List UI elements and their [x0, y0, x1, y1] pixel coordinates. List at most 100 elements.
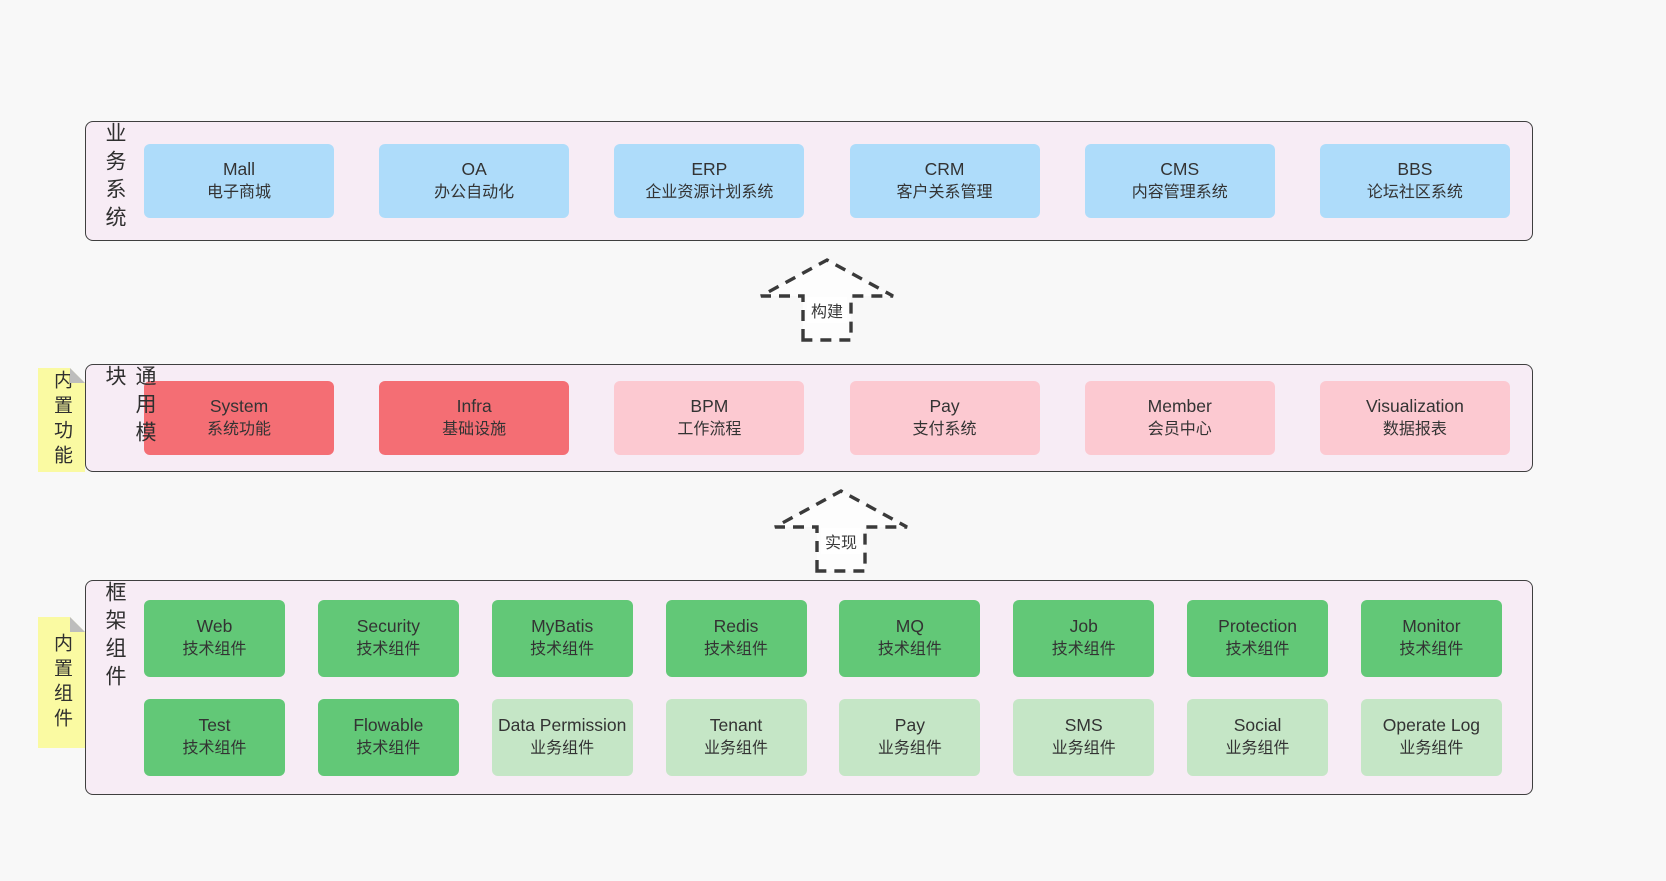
box-test: Test 技术组件	[144, 698, 285, 776]
box-pay-component: Pay 业务组件	[839, 698, 981, 776]
box-monitor: Monitor 技术组件	[1360, 599, 1502, 677]
box-title: Security	[356, 616, 420, 637]
box-subtitle: 技术组件	[182, 641, 247, 659]
box-web: Web 技术组件	[144, 599, 285, 677]
box-subtitle: 技术组件	[1399, 641, 1464, 659]
box-subtitle: 会员中心	[1147, 421, 1212, 439]
components-box-row-2: Test 技术组件 Flowable 技术组件 Data Permission …	[144, 698, 1502, 776]
box-bbs: BBS 论坛社区系统	[1319, 144, 1510, 218]
box-pay-module: Pay 支付系统	[849, 381, 1040, 455]
box-title: Data Permission	[497, 715, 627, 736]
box-subtitle: 内容管理系统	[1131, 184, 1228, 202]
box-subtitle: 业务组件	[530, 740, 595, 758]
box-subtitle: 论坛社区系统	[1366, 184, 1463, 202]
box-tenant: Tenant 业务组件	[665, 698, 807, 776]
box-title: Visualization	[1365, 396, 1464, 417]
box-title: Tenant	[709, 715, 763, 736]
box-title: Monitor	[1402, 616, 1461, 637]
panel-title-vertical: 框架组件	[103, 581, 126, 693]
box-flowable: Flowable 技术组件	[317, 698, 459, 776]
box-title: Job	[1069, 616, 1098, 637]
box-subtitle: 数据报表	[1382, 421, 1447, 439]
box-security: Security 技术组件	[317, 599, 459, 677]
box-subtitle: 业务组件	[877, 740, 942, 758]
implement-arrow-icon: 实现	[771, 487, 911, 573]
box-title: BPM	[690, 396, 729, 417]
box-oa: OA 办公自动化	[379, 144, 570, 218]
box-subtitle: 技术组件	[182, 740, 247, 758]
arrow-label: 实现	[820, 528, 862, 554]
box-subtitle: 工作流程	[677, 421, 742, 439]
box-subtitle: 技术组件	[1225, 641, 1290, 659]
box-erp: ERP 企业资源计划系统	[614, 144, 805, 218]
box-redis: Redis 技术组件	[665, 599, 807, 677]
box-subtitle: 企业资源计划系统	[645, 184, 774, 202]
components-rows: Web 技术组件 Security 技术组件 MyBatis 技术组件 Redi…	[144, 581, 1502, 794]
box-title: Protection	[1218, 616, 1297, 637]
tag-label: 内置组件	[51, 632, 72, 733]
box-mall: Mall 电子商城	[144, 144, 334, 218]
box-title: Pay	[929, 396, 960, 417]
box-title: Operate Log	[1382, 715, 1481, 736]
box-mq: MQ 技术组件	[839, 599, 981, 677]
business-box-row: Mall 电子商城 OA 办公自动化 ERP 企业资源计划系统 CRM 客户关系…	[144, 122, 1510, 240]
box-title: Social	[1233, 715, 1282, 736]
panel-title-vertical: 通用模块	[103, 365, 156, 449]
box-job: Job 技术组件	[1013, 599, 1155, 677]
box-title: BBS	[1397, 159, 1433, 180]
box-title: MQ	[895, 616, 924, 637]
panel-title-vertical: 业务系统	[103, 122, 126, 234]
box-subtitle: 技术组件	[877, 641, 942, 659]
box-title: System	[209, 396, 269, 417]
box-subtitle: 业务组件	[1051, 740, 1116, 758]
box-subtitle: 基础设施	[442, 421, 507, 439]
box-title: Flowable	[353, 715, 424, 736]
modules-box-row: System 系统功能 Infra 基础设施 BPM 工作流程 Pay 支付系统…	[144, 365, 1510, 471]
box-subtitle: 电子商城	[206, 184, 271, 202]
box-member: Member 会员中心	[1084, 381, 1275, 455]
box-infra: Infra 基础设施	[379, 381, 570, 455]
tag-label: 内置功能	[51, 370, 72, 470]
box-visualization: Visualization 数据报表	[1319, 381, 1510, 455]
box-data-permission: Data Permission 业务组件	[491, 698, 633, 776]
box-sms: SMS 业务组件	[1013, 698, 1155, 776]
box-cms: CMS 内容管理系统	[1084, 144, 1275, 218]
framework-components-panel: 框架组件 Web 技术组件 Security 技术组件 MyBatis 技术组件…	[85, 580, 1533, 795]
box-title: Web	[196, 616, 233, 637]
box-crm: CRM 客户关系管理	[849, 144, 1040, 218]
builtin-features-tag: 内置功能	[38, 368, 85, 472]
box-title: SMS	[1064, 715, 1103, 736]
box-subtitle: 业务组件	[1399, 740, 1464, 758]
box-subtitle: 技术组件	[704, 641, 769, 659]
box-social: Social 业务组件	[1187, 698, 1329, 776]
box-subtitle: 业务组件	[1225, 740, 1290, 758]
common-modules-panel: 通用模块 System 系统功能 Infra 基础设施 BPM 工作流程 Pay…	[85, 364, 1533, 472]
build-arrow-icon: 构建	[757, 256, 897, 342]
box-title: CMS	[1160, 159, 1200, 180]
box-title: Test	[198, 715, 231, 736]
components-box-row-1: Web 技术组件 Security 技术组件 MyBatis 技术组件 Redi…	[144, 599, 1502, 677]
box-system: System 系统功能	[144, 381, 334, 455]
box-bpm: BPM 工作流程	[614, 381, 805, 455]
box-subtitle: 技术组件	[356, 740, 421, 758]
arrow-label: 构建	[806, 297, 848, 323]
box-subtitle: 技术组件	[356, 641, 421, 659]
box-subtitle: 客户关系管理	[896, 184, 993, 202]
box-title: Pay	[894, 715, 925, 736]
box-protection: Protection 技术组件	[1187, 599, 1329, 677]
box-subtitle: 技术组件	[530, 641, 595, 659]
box-operate-log: Operate Log 业务组件	[1360, 698, 1502, 776]
box-title: Redis	[713, 616, 759, 637]
box-subtitle: 支付系统	[912, 421, 977, 439]
box-title: Mall	[222, 159, 256, 180]
box-title: MyBatis	[531, 616, 594, 637]
box-subtitle: 办公自动化	[434, 184, 515, 202]
box-title: Member	[1147, 396, 1212, 417]
box-subtitle: 业务组件	[704, 740, 769, 758]
builtin-components-tag: 内置组件	[38, 617, 85, 748]
box-subtitle: 技术组件	[1051, 641, 1116, 659]
box-title: Infra	[456, 396, 492, 417]
business-systems-panel: 业务系统 Mall 电子商城 OA 办公自动化 ERP 企业资源计划系统 CRM…	[85, 121, 1533, 241]
box-subtitle: 系统功能	[206, 421, 271, 439]
